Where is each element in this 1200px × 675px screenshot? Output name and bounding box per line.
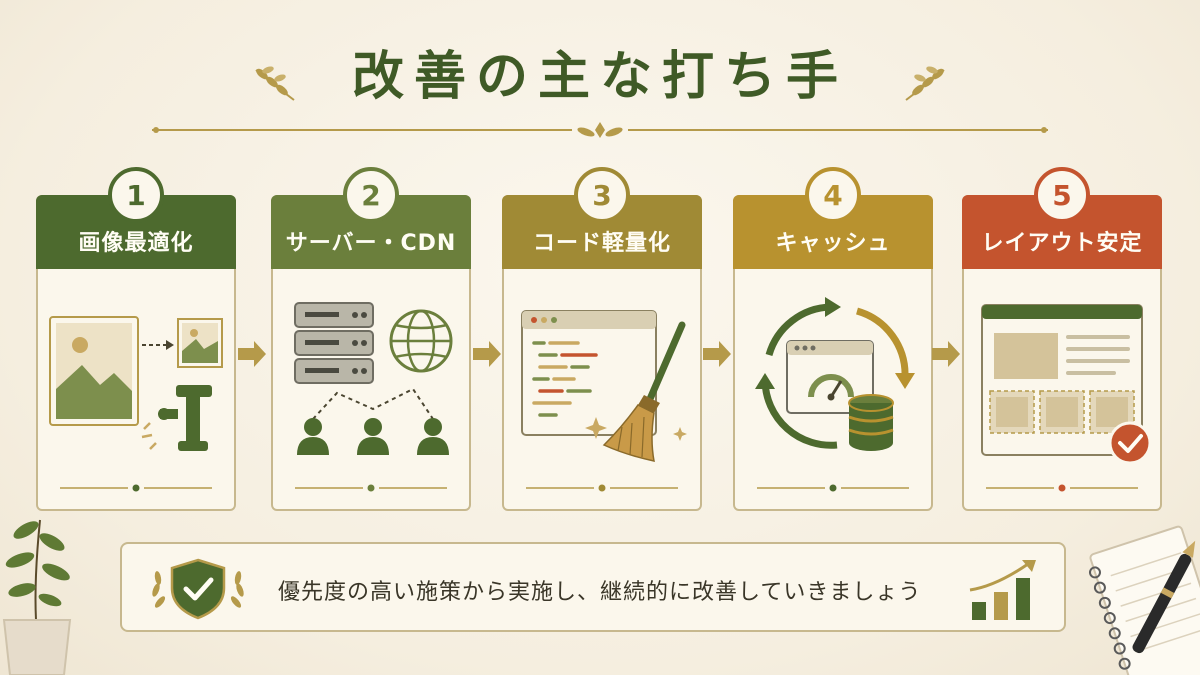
page-title: 改善の主な打ち手 [351, 46, 848, 107]
card-footer-ornament [526, 484, 678, 492]
step-card-3: 3 コード軽量化 [502, 167, 702, 511]
right-laurel-icon [905, 66, 945, 101]
step-header: サーバー・CDN [271, 195, 471, 269]
arrow-right-icon [473, 341, 501, 367]
step-card-1: 1 画像最適化 [36, 167, 236, 511]
summary-banner: 優先度の高い施策から実施し、継続的に改善していきましょう [120, 542, 1066, 632]
banner-message: 優先度の高い施策から実施し、継続的に改善していきましょう [278, 580, 922, 605]
arrow-right-icon [703, 341, 731, 367]
step-label: レイアウト安定 [981, 231, 1143, 256]
step-label: キャッシュ [775, 231, 891, 256]
step-label: サーバー・CDN [285, 231, 457, 256]
growth-chart-icon [969, 560, 1036, 620]
shield-check-icon [152, 558, 244, 620]
step-number-badge: 1 [108, 167, 164, 223]
card-footer-ornament [757, 484, 909, 492]
image-compress-icon [49, 316, 223, 451]
left-laurel-icon [255, 66, 295, 101]
step-card-5: 5 レイアウト安定 [962, 167, 1162, 511]
step-header: レイアウト安定 [962, 195, 1162, 269]
step-number-badge: 3 [574, 167, 630, 223]
potted-plant-icon [2, 519, 72, 675]
card-footer-ornament [986, 484, 1138, 492]
card-footer-ornament [60, 484, 212, 492]
step-card-2: 2 サーバー・CDN [271, 167, 471, 511]
step-card-4: 4 キャッシュ [733, 167, 933, 511]
step-number-badge: 2 [343, 167, 399, 223]
arrow-right-icon [932, 341, 960, 367]
step-label: 画像最適化 [78, 231, 194, 256]
step-label: コード軽量化 [532, 231, 671, 256]
notebook-pen-icon [1088, 525, 1200, 675]
step-number-badge: 4 [805, 167, 861, 223]
cache-cycle-icon [755, 297, 915, 451]
title-divider [152, 122, 1048, 138]
layout-check-icon [981, 304, 1152, 465]
arrow-right-icon [238, 341, 266, 367]
code-broom-icon [521, 310, 687, 462]
card-footer-ornament [295, 484, 447, 492]
step-number-badge: 5 [1034, 167, 1090, 223]
server-globe-users-icon [294, 302, 453, 455]
